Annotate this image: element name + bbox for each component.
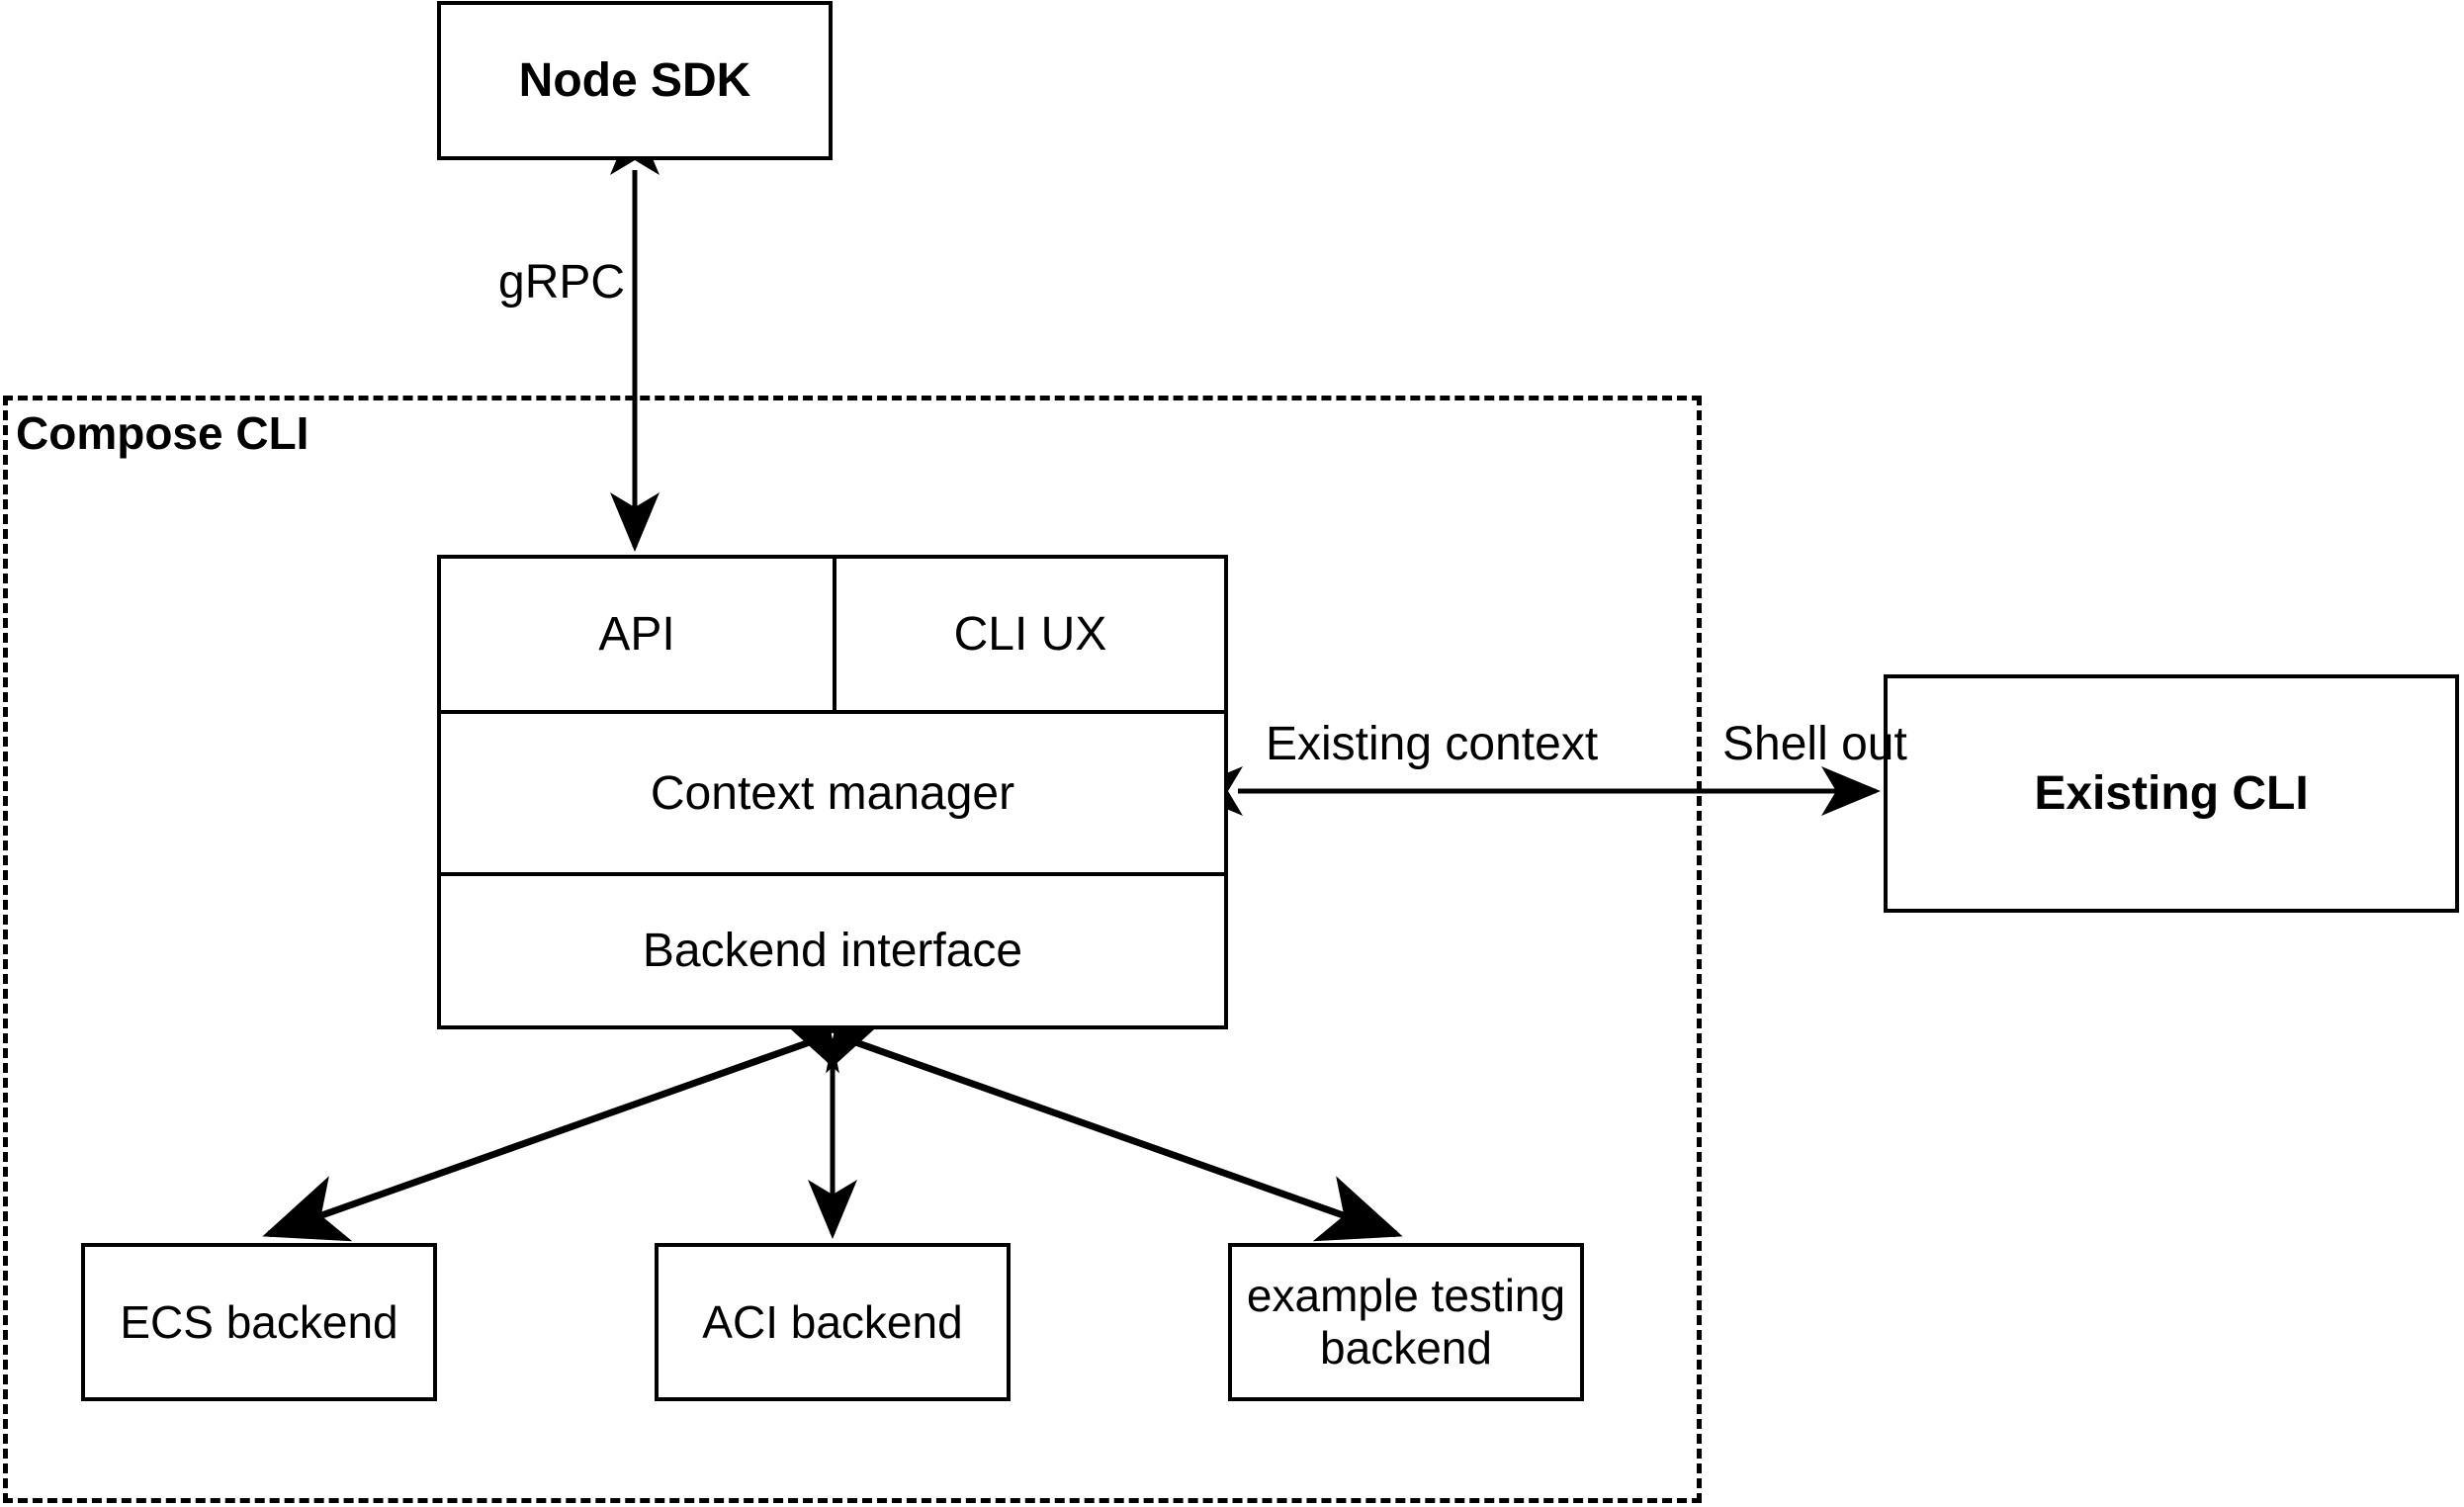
core-stack: API CLI UX Context manager Backend inter… (437, 555, 1228, 1029)
edge-label-grpc: gRPC (498, 256, 626, 309)
stack-cell-cli-ux[interactable]: CLI UX (836, 559, 1224, 710)
node-example-testing-backend-label-line2: backend (1320, 1322, 1492, 1374)
stack-row-backend-interface-label: Backend interface (642, 925, 1023, 977)
stack-cell-api[interactable]: API (441, 559, 833, 710)
stack-row-context-manager-label: Context manager (650, 766, 1015, 820)
node-example-testing-backend-label-line1: example testing (1246, 1270, 1566, 1322)
node-example-testing-backend[interactable]: example testing backend (1228, 1243, 1584, 1401)
node-aci-backend-label: ACI backend (702, 1295, 963, 1348)
node-ecs-backend-label: ECS backend (120, 1295, 398, 1348)
stack-cell-api-label: API (598, 608, 675, 661)
node-aci-backend[interactable]: ACI backend (655, 1243, 1011, 1401)
node-existing-cli-label: Existing CLI (2034, 766, 2309, 820)
node-existing-cli[interactable]: Existing CLI (1884, 674, 2459, 913)
stack-divider-row2-row3 (441, 872, 1224, 876)
edge-label-shell-out: Shell out (1722, 718, 1907, 770)
stack-row-backend-interface[interactable]: Backend interface (441, 876, 1224, 1025)
node-node-sdk[interactable]: Node SDK (437, 1, 833, 160)
stack-divider-api-cliux (833, 559, 836, 710)
node-ecs-backend[interactable]: ECS backend (81, 1243, 437, 1401)
edge-label-existing-context: Existing context (1266, 718, 1599, 770)
group-compose-cli (3, 396, 1702, 1503)
group-compose-cli-title: Compose CLI (16, 407, 309, 459)
stack-row-context-manager[interactable]: Context manager (441, 714, 1224, 872)
edge-backend-ecs (262, 1008, 893, 1242)
node-node-sdk-label: Node SDK (518, 53, 751, 107)
node-example-testing-backend-label: example testing backend (1232, 1270, 1580, 1374)
edge-backend-example (772, 1008, 1403, 1242)
stack-cell-cli-ux-label: CLI UX (953, 608, 1107, 661)
stack-divider-row1-row2 (441, 710, 1224, 714)
